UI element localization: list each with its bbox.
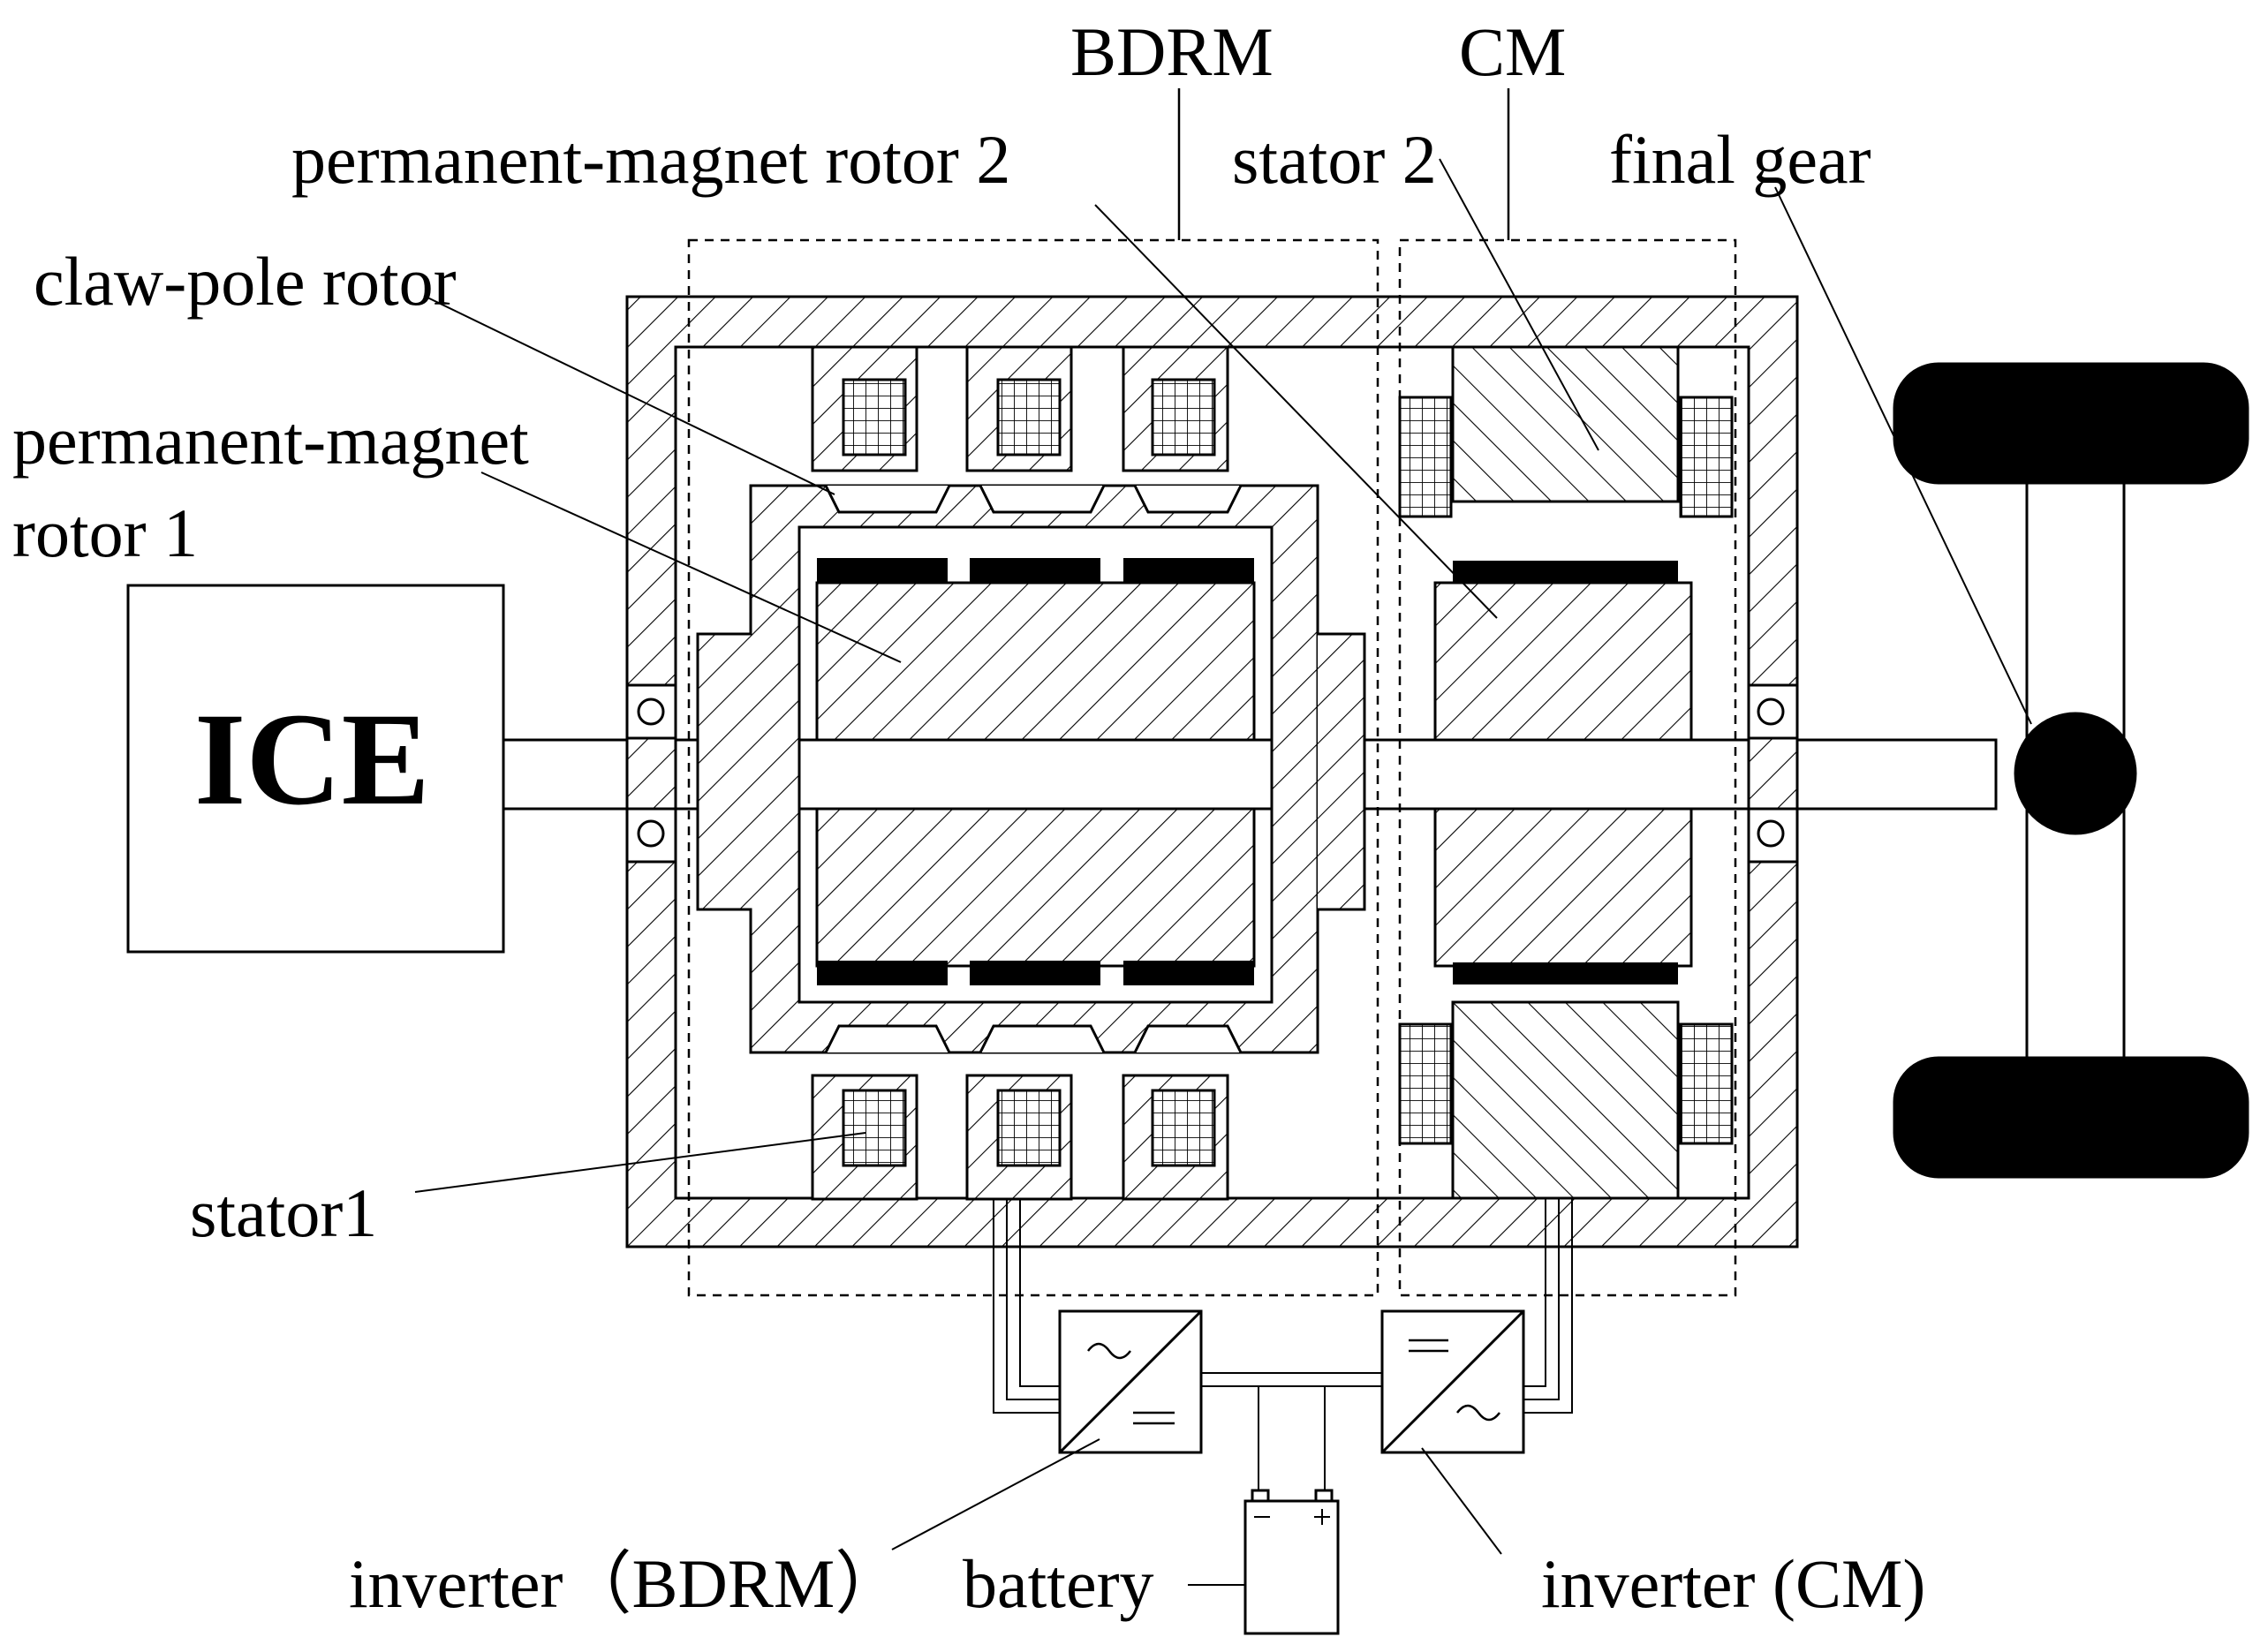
label-cm: CM [1459,13,1567,90]
label-bdrm: BDRM [1070,13,1274,90]
pm-rotor-1-upper [815,581,1256,742]
label-pm-rotor-1-line2: rotor 1 [12,494,199,571]
stator-1-bottom [811,1074,1229,1201]
label-battery: battery [963,1545,1154,1622]
cm-boundary [1398,238,1737,1297]
bearing [1757,819,1785,848]
housing [625,295,1799,1248]
label-inverter-bdrm: inverter（BDRM） [349,1545,904,1622]
wheel-top [1893,362,2249,485]
bdrm-boundary [687,238,1379,1297]
ice-block [126,584,505,954]
label-claw-pole-rotor: claw-pole rotor [34,243,457,320]
pm-rotor-2-upper [1433,581,1693,742]
wheel-bottom [1893,1056,2249,1179]
stator-1-top [811,345,1229,472]
label-final-gear: final gear [1609,121,1871,198]
stator-2-bottom [1451,1000,1680,1200]
bdrm-magnets [817,558,1254,985]
bearing [637,819,665,848]
final-gear [2014,712,2137,835]
stator-2-top [1451,345,1680,503]
label-ice: ICE [194,686,430,833]
label-stator-2: stator 2 [1232,121,1437,198]
pm-rotor-2-lower [1433,807,1693,968]
label-pm-rotor-1-line1: permanent-magnet [12,402,529,479]
pm-rotor-1-lower [815,807,1256,968]
label-inverter-cm: inverter (CM) [1541,1545,1926,1622]
bearing [637,698,665,726]
bearing [1757,698,1785,726]
label-stator-1: stator1 [190,1174,378,1251]
label-pm-rotor-2: permanent-magnet rotor 2 [291,121,1011,198]
cm-magnets [1453,561,1678,984]
battery-box [1243,1499,1340,1635]
